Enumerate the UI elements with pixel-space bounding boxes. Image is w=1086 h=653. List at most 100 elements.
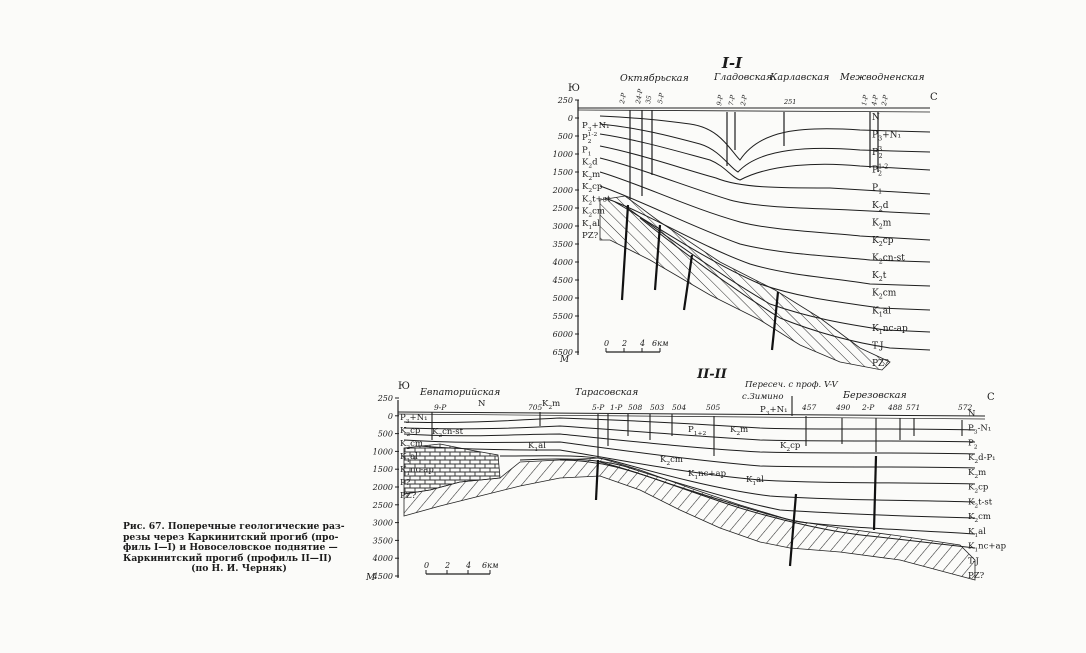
layer-label: K1nc+ap (688, 469, 727, 481)
layer-label: N (968, 409, 976, 419)
profile-2-scale-bar: 0 2 4 6км (424, 561, 499, 575)
layer-label: K1al (582, 219, 600, 231)
well-number: 5-Р (592, 403, 605, 412)
profile-1: I-I Ю С М Октябрьская Гладовская Карлавс… (552, 54, 938, 371)
layer-label: K2t-st (968, 497, 993, 509)
depth-tick-label: 4000 (372, 554, 393, 563)
svg-text:6км: 6км (652, 339, 669, 348)
layer-label: K2d (582, 158, 598, 170)
well-number: 490 (835, 403, 851, 412)
depth-tick-label: 2500 (372, 501, 393, 510)
layer-label: P1 (872, 183, 882, 195)
svg-text:5-Р: 5-Р (656, 92, 666, 105)
well-number: 508 (628, 403, 643, 412)
layer-label: N (478, 399, 486, 409)
depth-tick-label: 5500 (553, 312, 573, 321)
layer-label: K2t+st (582, 194, 611, 206)
layer-label: K1al (528, 441, 546, 453)
profile-2-title: II-II (696, 367, 728, 382)
well-number: 705 (528, 403, 543, 412)
svg-text:6км: 6км (482, 561, 499, 570)
svg-text:2-Р: 2-Р (739, 94, 749, 108)
well-number: 488 (887, 403, 903, 412)
svg-text:1-Р: 1-Р (860, 94, 870, 107)
depth-tick-label: 1500 (373, 465, 393, 474)
layer-label: P3+N₁ (760, 405, 787, 417)
layer-label: K1al (968, 527, 986, 539)
caption-line: (по Н. И. Черняк) (191, 563, 287, 575)
depth-tick-label: 4500 (372, 572, 393, 581)
svg-text:4: 4 (639, 339, 645, 348)
depth-tick-label: 4000 (552, 258, 573, 267)
svg-text:9-Р: 9-Р (715, 94, 725, 107)
svg-text:251: 251 (783, 98, 796, 106)
well-number: 505 (706, 403, 721, 412)
layer-label: P3+N₁ (582, 121, 609, 133)
layer-label: K2cm (968, 512, 991, 524)
well-number: 9-Р (434, 403, 447, 412)
layer-label: K2t (872, 271, 887, 283)
depth-tick-label: 6000 (553, 330, 573, 339)
svg-text:0: 0 (424, 561, 429, 570)
layer-label: K2m (542, 399, 560, 411)
svg-text:0: 0 (604, 339, 609, 348)
depth-tick-label: 500 (558, 132, 573, 141)
depth-tick-label: 1000 (373, 447, 393, 456)
well-number: 1-Р (610, 403, 623, 412)
depth-tick-label: 3500 (373, 536, 393, 545)
layer-label: K2cp (872, 236, 894, 248)
profile-2-right-layer-labels: NP3-N₁P2K2d-P₁K2mK2cpK2t-stK2cmK1alK1nc+… (968, 409, 1007, 581)
depth-tick-label: 2000 (552, 186, 573, 195)
caption-line: Каркинитский прогиб (профиль II—II) (123, 552, 332, 564)
layer-label: P2 (968, 438, 978, 450)
profile-2-unit: М (365, 573, 376, 583)
profile-1-north-label: С (930, 92, 938, 103)
layer-label: K2cm (872, 289, 897, 301)
layer-label: K2cm (660, 455, 683, 467)
depth-tick-label: 6500 (553, 348, 573, 357)
layer-label: K1al (746, 475, 764, 487)
profile-1-title: I-I (721, 54, 743, 72)
depth-tick-label: 250 (377, 394, 393, 403)
depth-tick-label: 3000 (373, 519, 393, 528)
layer-label: K2cp (780, 441, 801, 453)
layer-label: K2m (872, 218, 892, 230)
depth-tick-label: 0 (388, 412, 393, 421)
depth-tick-label: 250 (557, 96, 573, 105)
layer-label: N (872, 113, 880, 123)
profile-1-south-label: Ю (568, 83, 580, 94)
svg-text:4: 4 (465, 561, 471, 570)
profile-1-locality: Гладовская (713, 72, 772, 83)
well-number: 457 (801, 403, 817, 412)
caption-line: Рис. 67. Поперечные геологические раз- (123, 521, 345, 532)
profile-2-locality: Евпаторийская (419, 387, 500, 398)
svg-text:2-Р: 2-Р (618, 92, 628, 106)
layer-label: K1al (872, 306, 891, 318)
profile-2-locality: Тарасовская (575, 387, 638, 398)
profile-1-depth-axis: 2500500100015002000250030003500400045005… (552, 96, 579, 357)
profile-2-south-label: Ю (398, 381, 410, 392)
well-number: 2-Р (861, 403, 875, 412)
depth-tick-label: 2500 (552, 204, 573, 213)
profile-1-locality: Октябрьская (620, 73, 689, 84)
layer-label: K2d (872, 201, 889, 213)
layer-label: K2cp (968, 483, 989, 495)
layer-label: K2cn-st (872, 254, 905, 266)
profile-1-unit: М (559, 355, 570, 365)
svg-text:35: 35 (644, 95, 653, 105)
layer-label: K2cm (582, 207, 605, 219)
svg-text:2: 2 (621, 339, 627, 348)
depth-tick-label: 1000 (553, 150, 573, 159)
profile-2-locality: Березовская (842, 390, 907, 401)
caption-line: филь I—I) и Новоселовское поднятие — (123, 542, 338, 554)
profile-2-north-label: С (987, 392, 995, 403)
svg-text:7-Р: 7-Р (727, 94, 737, 107)
depth-tick-label: 1500 (553, 168, 573, 177)
well-number: 503 (650, 403, 665, 412)
figure-caption: Рис. 67. Поперечные геологические раз- р… (123, 521, 355, 575)
